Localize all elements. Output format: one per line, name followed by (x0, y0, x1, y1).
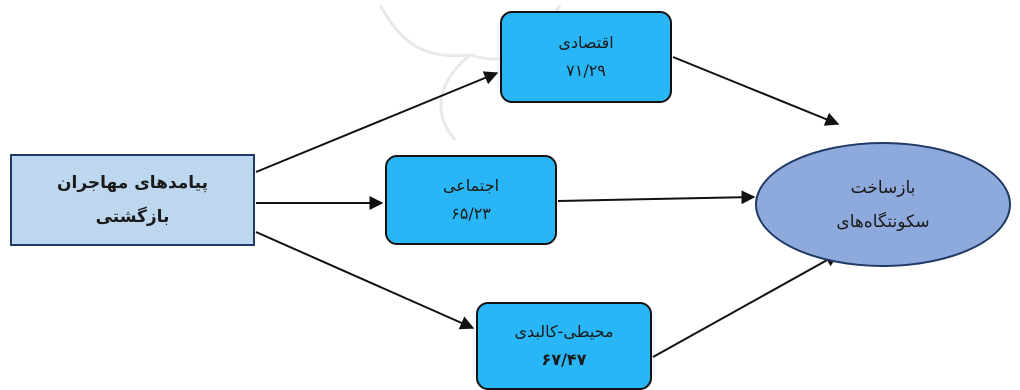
physical-node: محیطی-کالبدی ۶۷/۴۷ (476, 302, 652, 390)
physical-value: ۶۷/۴۷ (541, 350, 587, 369)
arrow-source-to-physical (255, 231, 475, 330)
social-node: اجتماعی ۶۵/۲۳ (385, 155, 557, 245)
target-line-2: سکونتگاه‌های (836, 211, 930, 232)
economic-node: اقتصادی ۷۱/۲۹ (500, 11, 672, 103)
arrow-economic-to-target (672, 56, 840, 126)
arrow-physical-to-target (652, 253, 840, 358)
economic-label: اقتصادی (558, 33, 614, 52)
target-node: بازساخت سکونتگاه‌های (755, 142, 1011, 267)
social-label: اجتماعی (442, 176, 500, 195)
source-node: پیامدهای مهاجران بازگشتی (10, 154, 255, 246)
source-line-1: پیامدهای مهاجران (56, 173, 209, 193)
arrow-social-to-target (557, 190, 756, 205)
physical-label: محیطی-کالبدی (514, 322, 614, 341)
social-value: ۶۵/۲۳ (451, 204, 491, 223)
arrow-source-to-economic (255, 71, 499, 173)
economic-value: ۷۱/۲۹ (566, 61, 606, 80)
target-line-1: بازساخت (850, 177, 916, 198)
source-line-2: بازگشتی (95, 207, 170, 227)
